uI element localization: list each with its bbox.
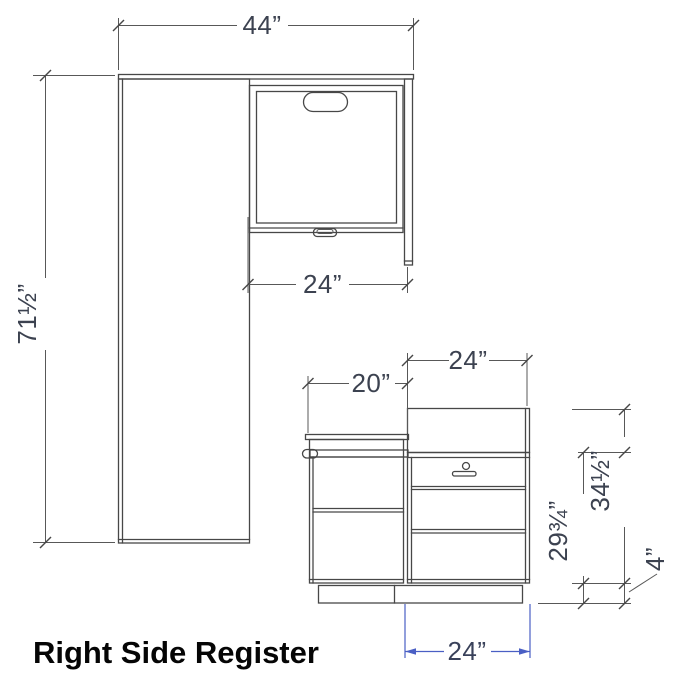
dim-tick xyxy=(577,446,590,459)
dim-tick xyxy=(407,19,420,32)
left-counter-top xyxy=(304,433,410,441)
tall-cabinet-body xyxy=(117,78,251,544)
dim-label-overall-height: 71½” xyxy=(12,283,42,344)
dim-tick xyxy=(618,403,631,416)
dim-label-left-section-width: 20” xyxy=(351,368,390,398)
hutch-handle-cutout xyxy=(302,91,349,113)
blue-arrowhead-left xyxy=(405,648,416,655)
dim-tick xyxy=(112,19,125,32)
leader-line xyxy=(628,573,658,593)
dim-label-counter-height: 29¾” xyxy=(543,500,573,561)
right-cabinet-box xyxy=(406,451,531,584)
dim-tick xyxy=(618,577,631,590)
dim-label-right-section-width: 24” xyxy=(448,345,487,375)
dim-tick xyxy=(401,354,414,367)
dim-label-bottom-width: 24” xyxy=(447,636,486,666)
dim-tick xyxy=(401,278,414,291)
dim-tick xyxy=(242,278,254,291)
upper-figure xyxy=(117,73,415,544)
dim-tick xyxy=(618,446,631,459)
counter-top-panel xyxy=(117,73,415,80)
raised-back-panel xyxy=(406,407,531,454)
drawer-handle xyxy=(451,470,477,477)
dim-label-overall-height: 34½” xyxy=(585,450,615,511)
kick-base xyxy=(317,584,524,604)
dim-tick xyxy=(401,377,414,390)
lower-figure xyxy=(301,407,531,604)
dim-tick xyxy=(577,597,590,610)
dim-tick xyxy=(521,354,533,367)
dim-tick xyxy=(39,69,52,82)
lower-figure-dimensions: 24” 20” 34½” 29¾” 4” xyxy=(302,345,670,666)
left-cabinet-box xyxy=(308,438,405,584)
dim-label-base-height: 4” xyxy=(640,547,670,571)
hutch-door xyxy=(255,90,398,224)
dim-label-hutch-width: 24” xyxy=(303,269,342,299)
hutch-side-panel xyxy=(403,78,414,266)
hutch-box xyxy=(248,84,404,234)
hutch-pull-tab-inner xyxy=(316,229,334,234)
hutch-pull-tab xyxy=(312,227,338,238)
dim-tick xyxy=(302,377,314,390)
dim-label-overall-width: 44” xyxy=(242,10,281,40)
front-rail xyxy=(309,449,409,458)
blue-arrowhead-right xyxy=(519,648,530,655)
drawing-title: Right Side Register xyxy=(33,635,319,670)
drawer-keyhole xyxy=(461,461,471,471)
dim-tick xyxy=(618,597,631,610)
dim-tick xyxy=(39,536,52,549)
dim-tick xyxy=(577,577,590,590)
upper-figure-dimensions: 44” 71½” 24” xyxy=(12,10,420,549)
